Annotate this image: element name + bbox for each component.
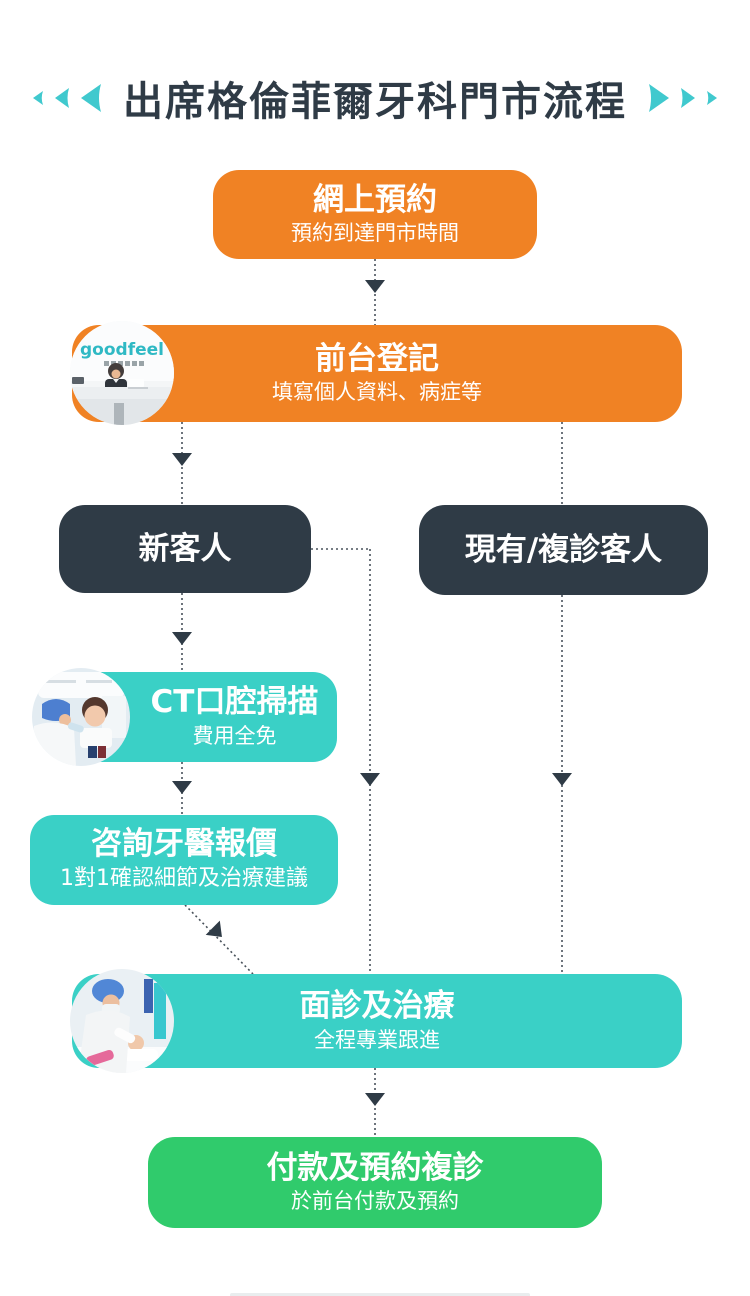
right-arrows-icon bbox=[649, 84, 717, 112]
node-title: 現有/複診客人 bbox=[464, 531, 663, 568]
node-dentist-consultation-quote: 咨詢牙醫報價 1對1確認細節及治療建議 bbox=[30, 815, 338, 905]
arrowhead-down bbox=[365, 1093, 385, 1106]
page-title: 出席格倫菲爾牙科門市流程 bbox=[123, 79, 627, 125]
node-title: 新客人 bbox=[138, 530, 232, 567]
node-new-customer: 新客人 bbox=[59, 505, 311, 593]
node-title: 咨詢牙醫報價 bbox=[91, 826, 277, 863]
node-subtitle: 填寫個人資料、病症等 bbox=[272, 380, 482, 405]
page-header: 出席格倫菲爾牙科門市流程 bbox=[0, 70, 750, 126]
node-subtitle: 費用全免 bbox=[192, 723, 277, 748]
cropped-next-section-edge bbox=[230, 1293, 530, 1296]
edge-quote-to-treatment-diagonal bbox=[184, 904, 254, 975]
node-subtitle: 於前台付款及預約 bbox=[291, 1189, 459, 1214]
node-title: 網上預約 bbox=[313, 181, 437, 218]
arrowhead-down bbox=[360, 773, 380, 786]
node-title: 前台登記 bbox=[315, 340, 439, 377]
goodfeel-reception-photo: goodfeel bbox=[70, 321, 174, 425]
arrowhead-down bbox=[172, 781, 192, 794]
node-title: CT口腔掃描 bbox=[150, 684, 319, 721]
node-subtitle: 全程專業跟進 bbox=[314, 1027, 440, 1052]
arrowhead-down bbox=[172, 453, 192, 466]
node-payment-rebooking: 付款及預約複診 於前台付款及預約 bbox=[148, 1137, 602, 1228]
node-title: 付款及預約複診 bbox=[266, 1149, 484, 1186]
ct-scan-photo bbox=[32, 668, 130, 766]
arrowhead-down bbox=[552, 773, 572, 786]
goodfeel-logo-text: goodfeel bbox=[80, 340, 164, 360]
node-subtitle: 預約到達門市時間 bbox=[291, 221, 459, 246]
node-consultation-treatment: 面診及治療 全程專業跟進 bbox=[72, 974, 682, 1068]
edge-new-to-treatment-elbow bbox=[311, 548, 371, 974]
node-online-booking: 網上預約 預約到達門市時間 bbox=[213, 170, 537, 259]
node-existing-returning-customer: 現有/複診客人 bbox=[419, 505, 708, 595]
node-title: 面診及治療 bbox=[299, 988, 455, 1025]
arrowheads bbox=[172, 280, 572, 1106]
node-subtitle: 1對1確認細節及治療建議 bbox=[60, 866, 308, 892]
arrowhead-diagonal bbox=[205, 920, 222, 937]
left-arrows-icon bbox=[33, 84, 101, 112]
arrowhead-down bbox=[172, 632, 192, 645]
dental-treatment-photo bbox=[70, 969, 174, 1073]
arrowhead-down bbox=[365, 280, 385, 293]
